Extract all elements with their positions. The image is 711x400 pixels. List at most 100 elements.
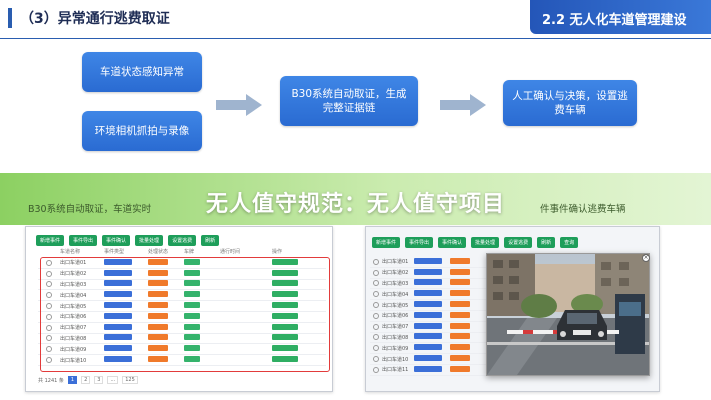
row-radio[interactable] [46, 335, 52, 342]
lane-name: 出口车道05 [382, 302, 409, 309]
table-row[interactable]: 出口车道08 [370, 333, 490, 344]
action-button[interactable] [272, 323, 298, 330]
table-row[interactable]: 出口车道01 [38, 258, 326, 269]
event-type-tag [104, 312, 132, 319]
row-radio[interactable] [373, 280, 379, 287]
table-row[interactable]: 出口车道09 [370, 343, 490, 355]
toolbar-button[interactable]: 事件确认 [102, 235, 131, 246]
flow-box-lane-abnormal: 车道状态感知异常 [82, 52, 202, 92]
page-button[interactable]: 125 [122, 376, 138, 384]
action-button[interactable] [272, 356, 298, 363]
toolbar-button[interactable]: 批量处理 [135, 235, 164, 246]
action-button[interactable] [272, 345, 298, 352]
page-button[interactable]: 3 [94, 376, 104, 384]
table-row[interactable]: 出口车道10 [370, 354, 490, 365]
row-radio[interactable] [373, 291, 379, 298]
row-radio[interactable] [373, 323, 379, 330]
action-button[interactable] [272, 258, 298, 265]
table-row[interactable]: 出口车道07 [38, 323, 326, 334]
lane-name: 出口车道03 [60, 281, 87, 288]
row-radio[interactable] [373, 258, 379, 265]
column-header[interactable]: 车牌 [184, 249, 195, 255]
row-radio[interactable] [373, 366, 379, 373]
event-type-tag [104, 302, 132, 309]
toolbar: 新增事件 事件导出 事件确认 批量处理 设置逃费 刷新 查询 [372, 237, 579, 249]
action-button[interactable] [272, 302, 298, 309]
table-row[interactable]: 出口车道06 [38, 312, 326, 323]
toolbar-button[interactable]: 事件确认 [438, 237, 467, 248]
column-header[interactable]: 处理状态 [148, 249, 169, 255]
row-radio[interactable] [46, 313, 52, 320]
page-button[interactable]: 2 [81, 376, 91, 384]
row-radio[interactable] [46, 292, 52, 299]
table-row[interactable]: 出口车道04 [370, 289, 490, 301]
page-ellipsis: ... [107, 376, 119, 384]
table-row[interactable]: 出口车道07 [370, 322, 490, 333]
table-row[interactable]: 出口车道11 [370, 365, 490, 376]
row-radio[interactable] [373, 345, 379, 352]
page-button[interactable]: 1 [67, 376, 78, 384]
table-row[interactable]: 出口车道02 [370, 268, 490, 279]
event-type-tag [414, 333, 442, 340]
row-radio[interactable] [373, 312, 379, 319]
table-row[interactable]: 出口车道02 [38, 269, 326, 280]
table-row[interactable]: 出口车道05 [370, 300, 490, 311]
column-header[interactable]: 车道名称 [60, 249, 81, 255]
toolbar: 新增事件 事件导出 事件确认 批量处理 设置逃费 刷新 [36, 235, 220, 247]
toolbar-button[interactable]: 设置逃费 [168, 235, 197, 246]
row-radio[interactable] [373, 356, 379, 363]
table-row[interactable]: 出口车道09 [38, 344, 326, 356]
action-button[interactable] [272, 280, 298, 287]
highlight-box [40, 257, 330, 372]
row-radio[interactable] [46, 281, 52, 288]
toolbar-button[interactable]: 刷新 [537, 237, 556, 248]
plate-tag [184, 258, 200, 265]
toolbar-button[interactable]: 刷新 [201, 235, 220, 246]
table-row[interactable]: 出口车道08 [38, 334, 326, 345]
flow-arrow-right-icon [440, 94, 486, 116]
lane-name: 出口车道07 [60, 325, 87, 332]
row-radio[interactable] [46, 303, 52, 310]
row-radio[interactable] [46, 270, 52, 277]
column-header[interactable]: 事件类型 [104, 249, 125, 255]
column-header[interactable]: 操作 [272, 249, 283, 255]
toolbar-button[interactable]: 新增事件 [36, 235, 65, 246]
event-list-screenshot: 新增事件 事件导出 事件确认 批量处理 设置逃费 刷新 车道名称 事件类型 处理… [25, 226, 333, 392]
pager-total: 共 1241 条 [38, 377, 64, 384]
plate-tag [184, 345, 200, 352]
toolbar-button[interactable]: 设置逃费 [504, 237, 533, 248]
action-button[interactable] [272, 269, 298, 276]
action-button[interactable] [272, 312, 298, 319]
event-type-tag [104, 334, 132, 341]
chapter-badge: 2.2 无人化车道管理建设 [530, 0, 711, 34]
row-radio[interactable] [46, 259, 52, 266]
toolbar-button[interactable]: 批量处理 [471, 237, 500, 248]
table-row[interactable]: 出口车道10 [38, 355, 326, 366]
table-row[interactable]: 出口车道04 [38, 290, 326, 302]
table-row[interactable]: 出口车道06 [370, 311, 490, 322]
row-radio[interactable] [46, 357, 52, 364]
table-row[interactable]: 出口车道05 [38, 301, 326, 312]
toolbar-button[interactable]: 新增事件 [372, 237, 401, 248]
action-button[interactable] [272, 334, 298, 341]
toolbar-button[interactable]: 事件导出 [69, 235, 98, 246]
event-type-tag [414, 311, 442, 318]
title-banner [0, 173, 711, 225]
table-row[interactable]: 出口车道03 [38, 280, 326, 291]
row-radio[interactable] [46, 324, 52, 331]
row-radio[interactable] [373, 302, 379, 309]
close-icon[interactable]: × [642, 254, 650, 262]
column-header[interactable]: 通行时间 [220, 249, 241, 255]
toolbar-button[interactable]: 查询 [560, 237, 579, 248]
lane-name: 出口车道09 [60, 346, 87, 353]
table-row[interactable]: 出口车道03 [370, 279, 490, 290]
plate-tag [184, 291, 200, 298]
row-radio[interactable] [46, 346, 52, 353]
event-type-tag [414, 279, 442, 286]
action-button[interactable] [272, 291, 298, 298]
row-radio[interactable] [373, 334, 379, 341]
toolbar-button[interactable]: 事件导出 [405, 237, 434, 248]
table-row[interactable]: 出口车道01 [370, 257, 490, 268]
row-radio[interactable] [373, 269, 379, 276]
status-badge [148, 280, 168, 287]
